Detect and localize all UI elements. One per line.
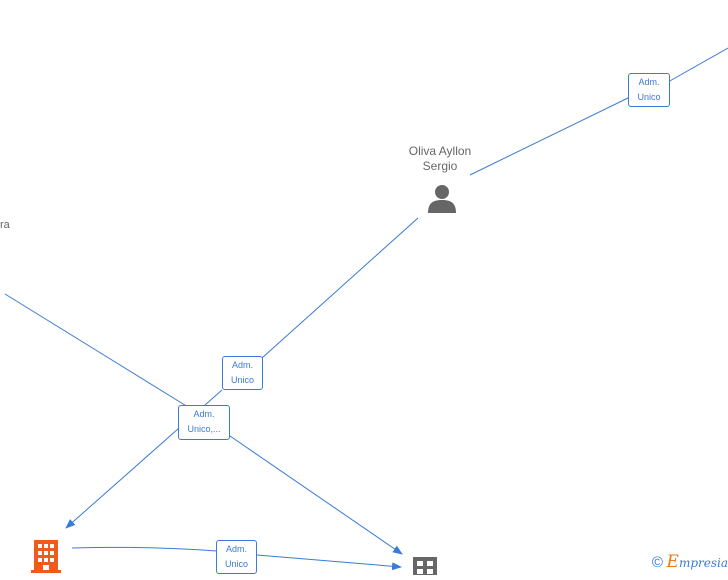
building-icon bbox=[31, 540, 61, 573]
edge-label-person-to-company-line1: Adm. bbox=[231, 360, 253, 370]
edge-line-top-right bbox=[469, 47, 728, 176]
edge-label-bottom[interactable]: Adm. Unico bbox=[216, 540, 257, 574]
offscreen-node-label-fragment: ra bbox=[0, 219, 10, 231]
edge-label-person-to-company[interactable]: Adm. Unico bbox=[222, 356, 263, 390]
edge-label-left-to-company-line2: Unico,... bbox=[187, 424, 221, 434]
brand-name-rest: mpresia bbox=[678, 556, 728, 570]
edge-line-left-to-company bbox=[4, 293, 402, 554]
edge-label-bottom-line1: Adm. bbox=[225, 544, 247, 554]
company-node[interactable] bbox=[413, 557, 437, 580]
edge-label-bottom-line2: Unico bbox=[224, 559, 248, 569]
edge-label-person-to-company-line2: Unico bbox=[230, 375, 254, 385]
building-icon-gray bbox=[413, 557, 437, 575]
person-node[interactable] bbox=[426, 183, 458, 220]
edge-label-left-to-company[interactable]: Adm. Unico,... bbox=[178, 405, 230, 440]
company-node-highlighted[interactable] bbox=[31, 537, 61, 578]
edge-label-top-right-line2: Unico bbox=[637, 92, 661, 102]
person-node-label: Oliva Ayllon Sergio bbox=[385, 144, 495, 174]
edge-label-left-to-company-line1: Adm. bbox=[193, 409, 215, 419]
person-name-line2: Sergio bbox=[422, 159, 458, 173]
edge-line-bottom bbox=[71, 546, 401, 567]
edge-label-top-right[interactable]: Adm. Unico bbox=[628, 73, 670, 107]
brand-initial: E bbox=[666, 552, 679, 572]
edge-label-top-right-line1: Adm. bbox=[638, 77, 660, 87]
empresia-watermark: © Empresia bbox=[652, 552, 728, 572]
person-name-line1: Oliva Ayllon bbox=[408, 144, 472, 158]
person-icon bbox=[428, 185, 456, 213]
copyright-symbol: © bbox=[651, 554, 663, 571]
